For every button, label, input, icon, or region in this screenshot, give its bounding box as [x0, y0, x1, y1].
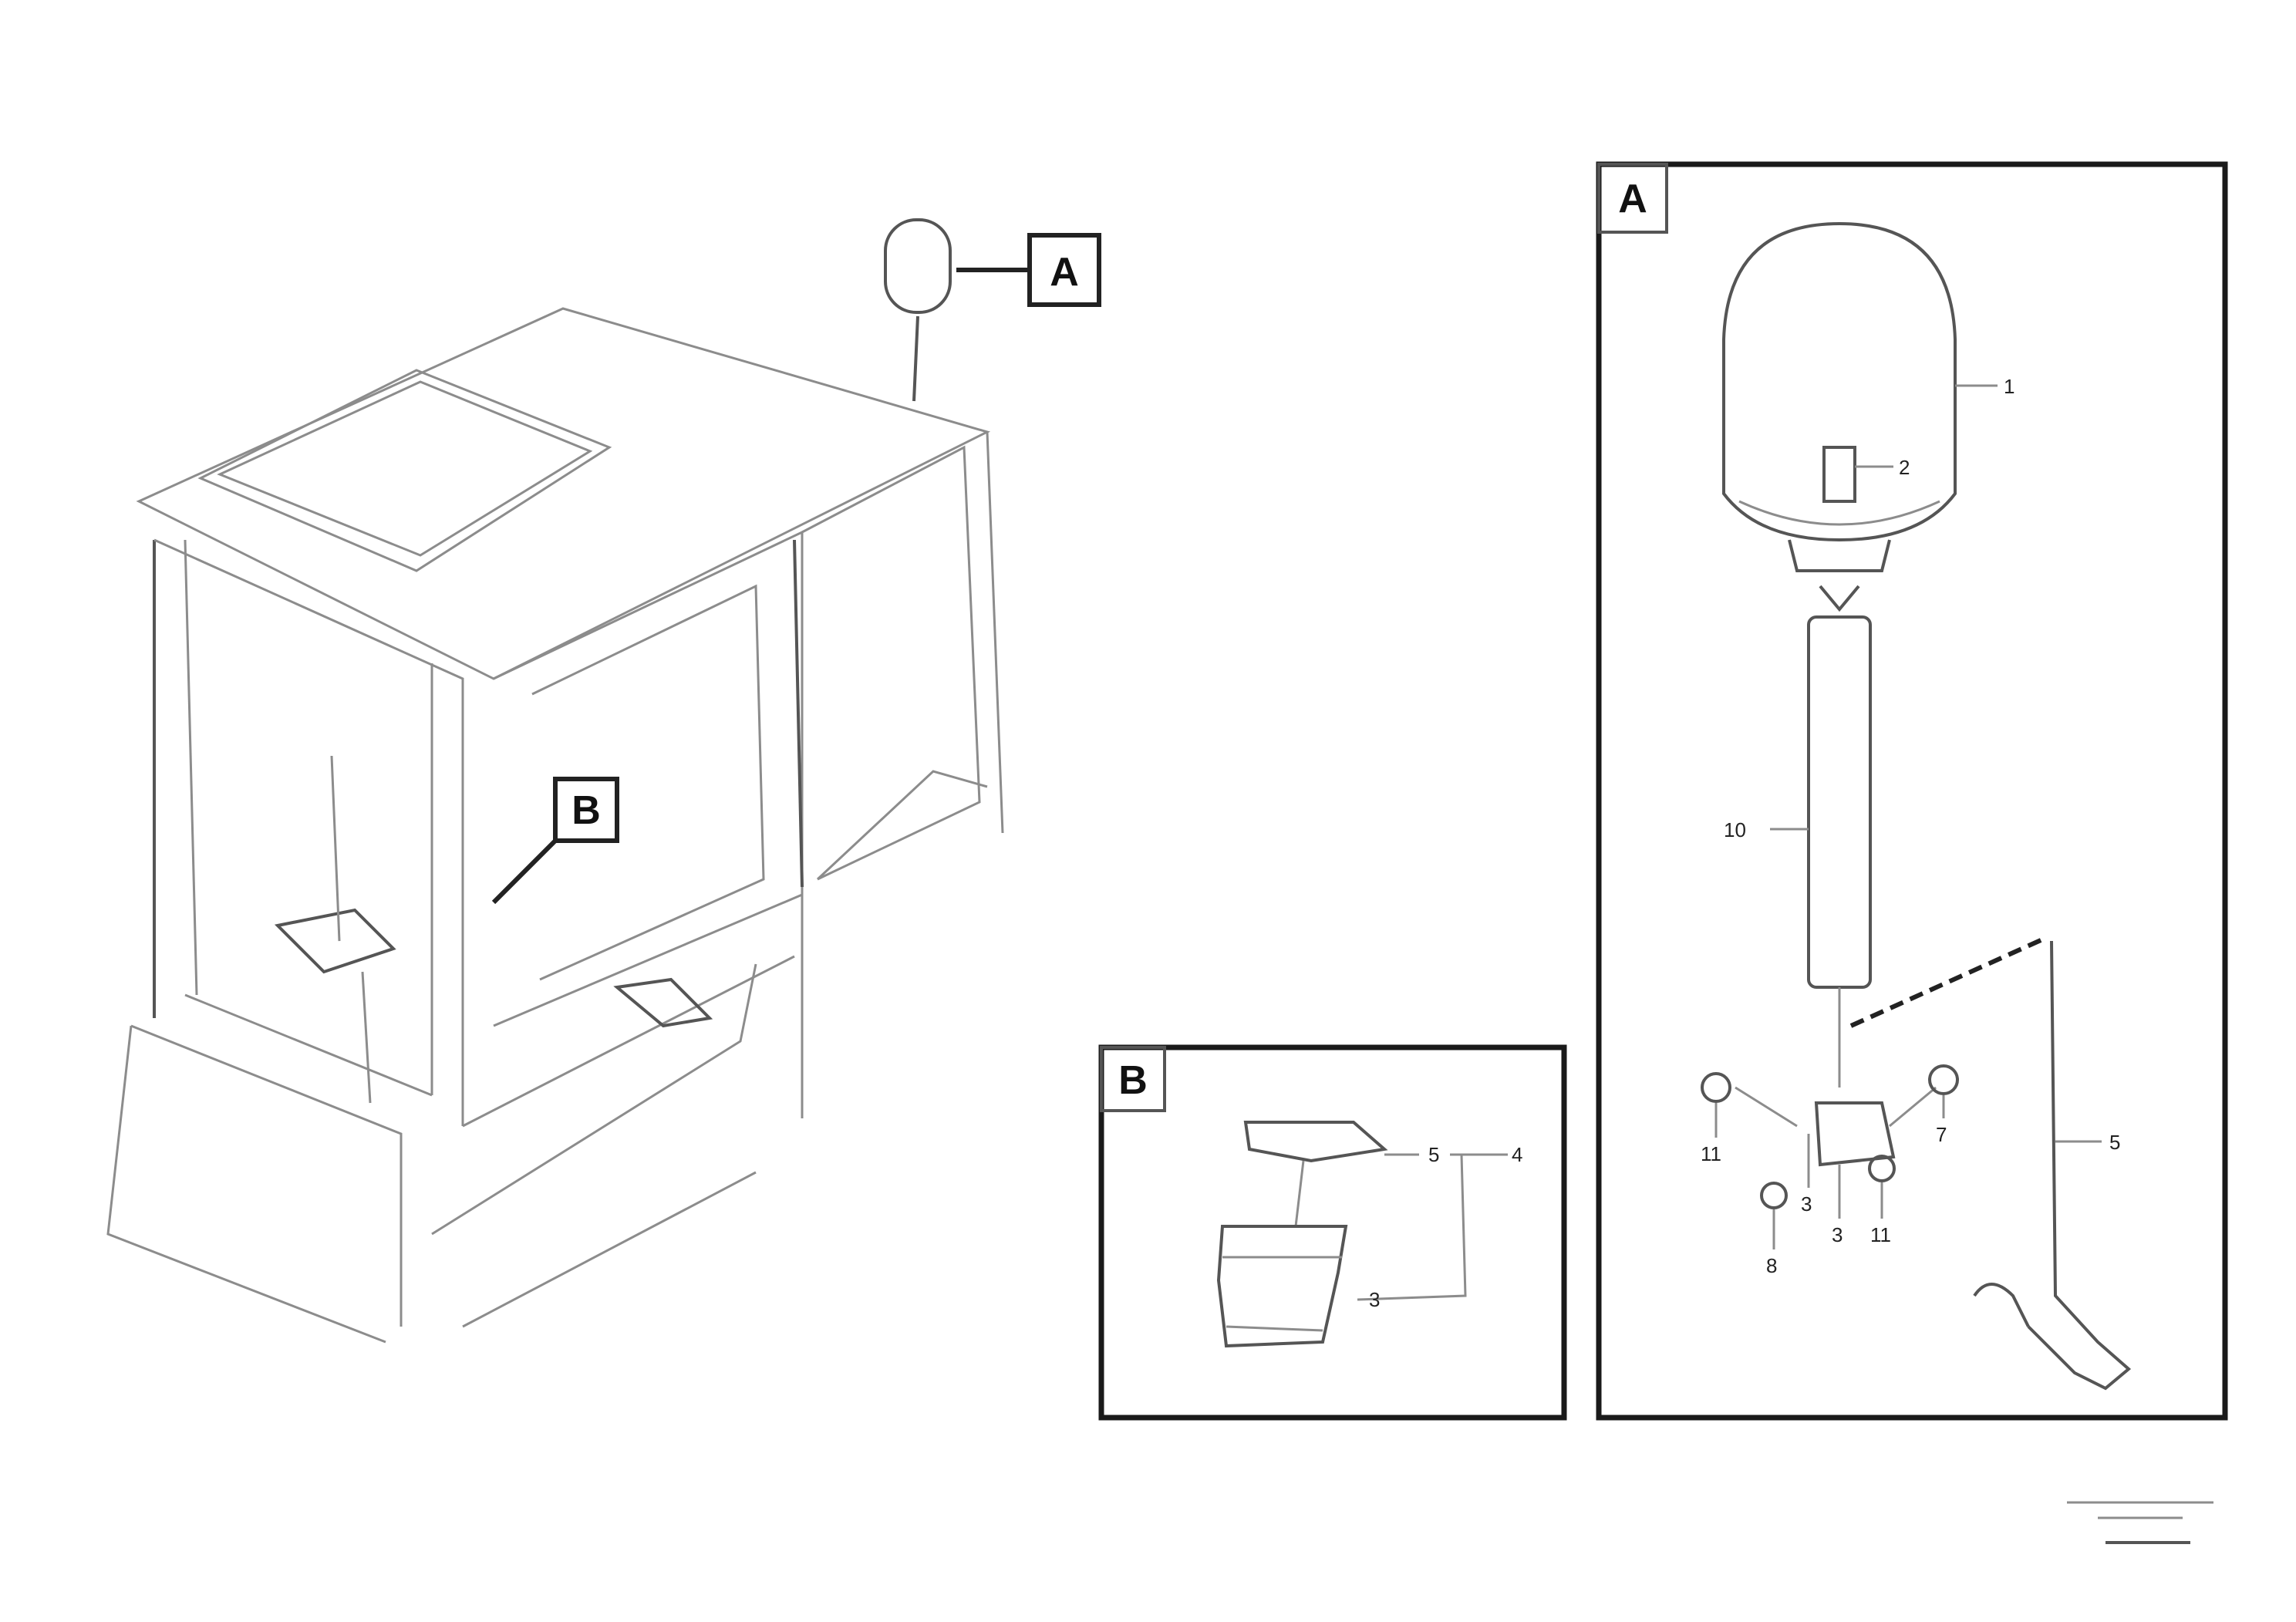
- detail-a-label-11: 11: [1701, 1142, 1721, 1165]
- detail-a-label-1: 1: [2004, 375, 2014, 398]
- detail-a-label-5: 5: [2109, 1131, 2120, 1154]
- detail-a-label-8: 8: [1766, 1254, 1777, 1277]
- detail-a-label-11b: 11: [1870, 1223, 1891, 1246]
- detail-a-label-10: 10: [1724, 818, 1746, 841]
- callout-a: A: [1050, 250, 1079, 295]
- detail-a-panel: A 1 2 10 5 11 7 8: [1596, 161, 2228, 1421]
- detail-b-panel: B 5 4 3: [1098, 1044, 1567, 1421]
- reference-block: [2067, 1501, 2213, 1544]
- cab-overview: A B: [106, 218, 1101, 1344]
- detail-b-label-5: 5: [1428, 1143, 1439, 1166]
- detail-b-title: B: [1118, 1058, 1148, 1103]
- detail-a-title: A: [1618, 177, 1647, 221]
- detail-a-label-3b: 3: [1801, 1192, 1812, 1216]
- detail-b-label-3: 3: [1369, 1288, 1380, 1311]
- detail-a-label-2: 2: [1899, 456, 1910, 479]
- detail-a-label-7: 7: [1936, 1123, 1947, 1146]
- detail-a-label-3: 3: [1832, 1223, 1843, 1246]
- detail-b-label-4: 4: [1512, 1143, 1522, 1166]
- callout-b: B: [571, 788, 601, 833]
